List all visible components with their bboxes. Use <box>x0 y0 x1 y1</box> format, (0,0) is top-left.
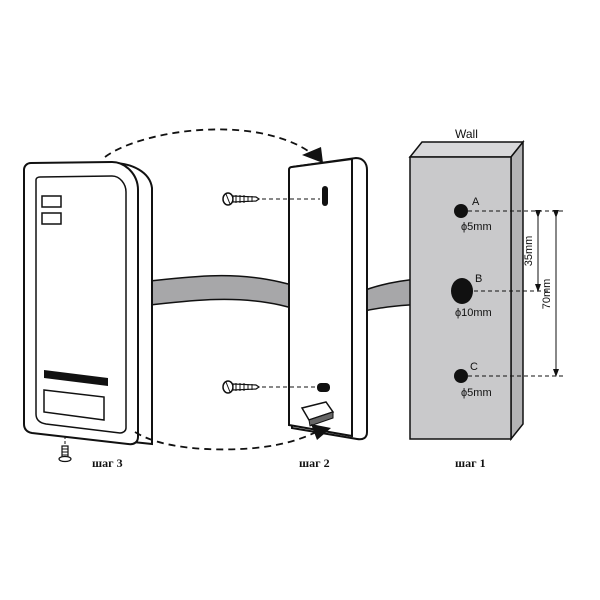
led-top <box>41 195 62 208</box>
card-reader <box>23 160 153 446</box>
arrow-top <box>104 128 316 158</box>
dimension-lines <box>468 210 563 377</box>
hole-b-size: ϕ10mm <box>455 307 492 319</box>
arrow-top-head-icon <box>302 147 323 163</box>
hole-a-size: ϕ5mm <box>461 221 492 233</box>
reader-nameplate <box>43 389 105 421</box>
hole-c-size: ϕ5mm <box>461 387 492 399</box>
step3-label: шаг 3 <box>92 456 123 470</box>
reader-black-bar <box>44 370 108 386</box>
upper-slot <box>322 186 328 206</box>
screw-bottom-icon <box>222 380 318 394</box>
led-bottom <box>41 212 62 225</box>
dimension-35: 35mm <box>523 236 535 267</box>
lower-slot <box>317 383 330 392</box>
hole-a <box>454 204 468 218</box>
screw-reader-icon <box>58 436 72 463</box>
hole-b <box>451 278 473 304</box>
arrow-bottom-head-icon <box>311 424 331 440</box>
step2-label: шаг 2 <box>299 456 330 470</box>
step1-label: шаг 1 <box>455 456 486 470</box>
hole-a-label: A <box>472 196 480 208</box>
arrow-bottom <box>134 429 321 451</box>
hole-c <box>454 369 468 383</box>
backplate <box>288 156 368 441</box>
dimension-70: 70mm <box>541 279 553 310</box>
screw-top-icon <box>222 192 320 206</box>
wall-label: Wall <box>455 127 478 141</box>
hole-c-label: C <box>470 361 478 373</box>
hole-b-label: B <box>475 273 482 285</box>
